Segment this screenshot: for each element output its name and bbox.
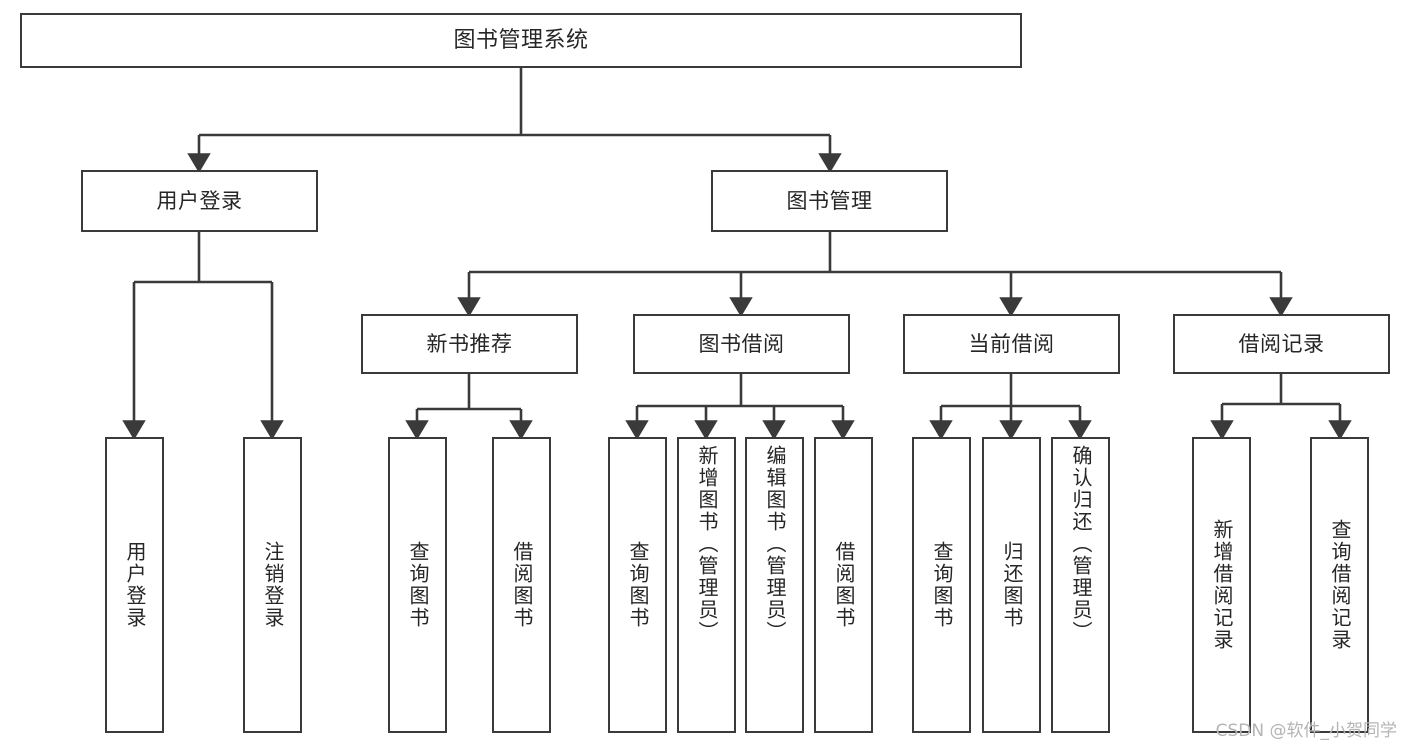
node-label: 归还图书 xyxy=(1000,541,1024,629)
csdn-watermark: CSDN @软件_小贺同学 xyxy=(1215,721,1397,741)
node-label: 查询借阅记录 xyxy=(1328,519,1352,651)
leaf-query-book-3[interactable]: 查询图书 xyxy=(912,437,971,733)
node-current-borrow[interactable]: 当前借阅 xyxy=(903,314,1120,374)
leaf-logout[interactable]: 注销登录 xyxy=(243,437,302,733)
node-label: 新增借阅记录 xyxy=(1210,519,1234,651)
node-new-book-recommend[interactable]: 新书推荐 xyxy=(361,314,578,374)
node-label: 图书借阅 xyxy=(698,331,785,356)
node-borrow-record[interactable]: 借阅记录 xyxy=(1173,314,1390,374)
leaf-add-record[interactable]: 新增借阅记录 xyxy=(1192,437,1251,733)
node-label: 注销登录 xyxy=(261,541,285,629)
node-label: 借阅图书 xyxy=(510,541,534,629)
leaf-user-login[interactable]: 用户登录 xyxy=(105,437,164,733)
leaf-borrow-book-2[interactable]: 借阅图书 xyxy=(814,437,873,733)
node-label: 新增图书（管理员） xyxy=(695,445,719,643)
node-book-manage[interactable]: 图书管理 xyxy=(711,170,948,232)
node-user-login[interactable]: 用户登录 xyxy=(81,170,318,232)
node-label: 编辑图书（管理员） xyxy=(763,445,787,643)
node-label: 当前借阅 xyxy=(968,331,1055,356)
node-label: 查询图书 xyxy=(406,541,430,629)
leaf-add-book[interactable]: 新增图书（管理员） xyxy=(677,437,736,733)
node-label: 用户登录 xyxy=(156,188,243,213)
node-label: 查询图书 xyxy=(626,541,650,629)
node-root-system[interactable]: 图书管理系统 xyxy=(20,13,1022,68)
node-label: 图书管理系统 xyxy=(453,27,589,53)
leaf-confirm-return[interactable]: 确认归还（管理员） xyxy=(1051,437,1110,733)
node-label: 借阅记录 xyxy=(1238,331,1325,356)
leaf-return-book[interactable]: 归还图书 xyxy=(982,437,1041,733)
leaf-query-record[interactable]: 查询借阅记录 xyxy=(1310,437,1369,733)
node-label: 确认归还（管理员） xyxy=(1069,445,1093,643)
node-label: 查询图书 xyxy=(930,541,954,629)
node-label: 新书推荐 xyxy=(426,331,513,356)
node-label: 借阅图书 xyxy=(832,541,856,629)
node-label: 用户登录 xyxy=(123,541,147,629)
node-label: 图书管理 xyxy=(786,188,873,213)
leaf-query-book-2[interactable]: 查询图书 xyxy=(608,437,667,733)
leaf-borrow-book-1[interactable]: 借阅图书 xyxy=(492,437,551,733)
leaf-query-book-1[interactable]: 查询图书 xyxy=(388,437,447,733)
leaf-edit-book[interactable]: 编辑图书（管理员） xyxy=(745,437,804,733)
node-book-borrow[interactable]: 图书借阅 xyxy=(633,314,850,374)
